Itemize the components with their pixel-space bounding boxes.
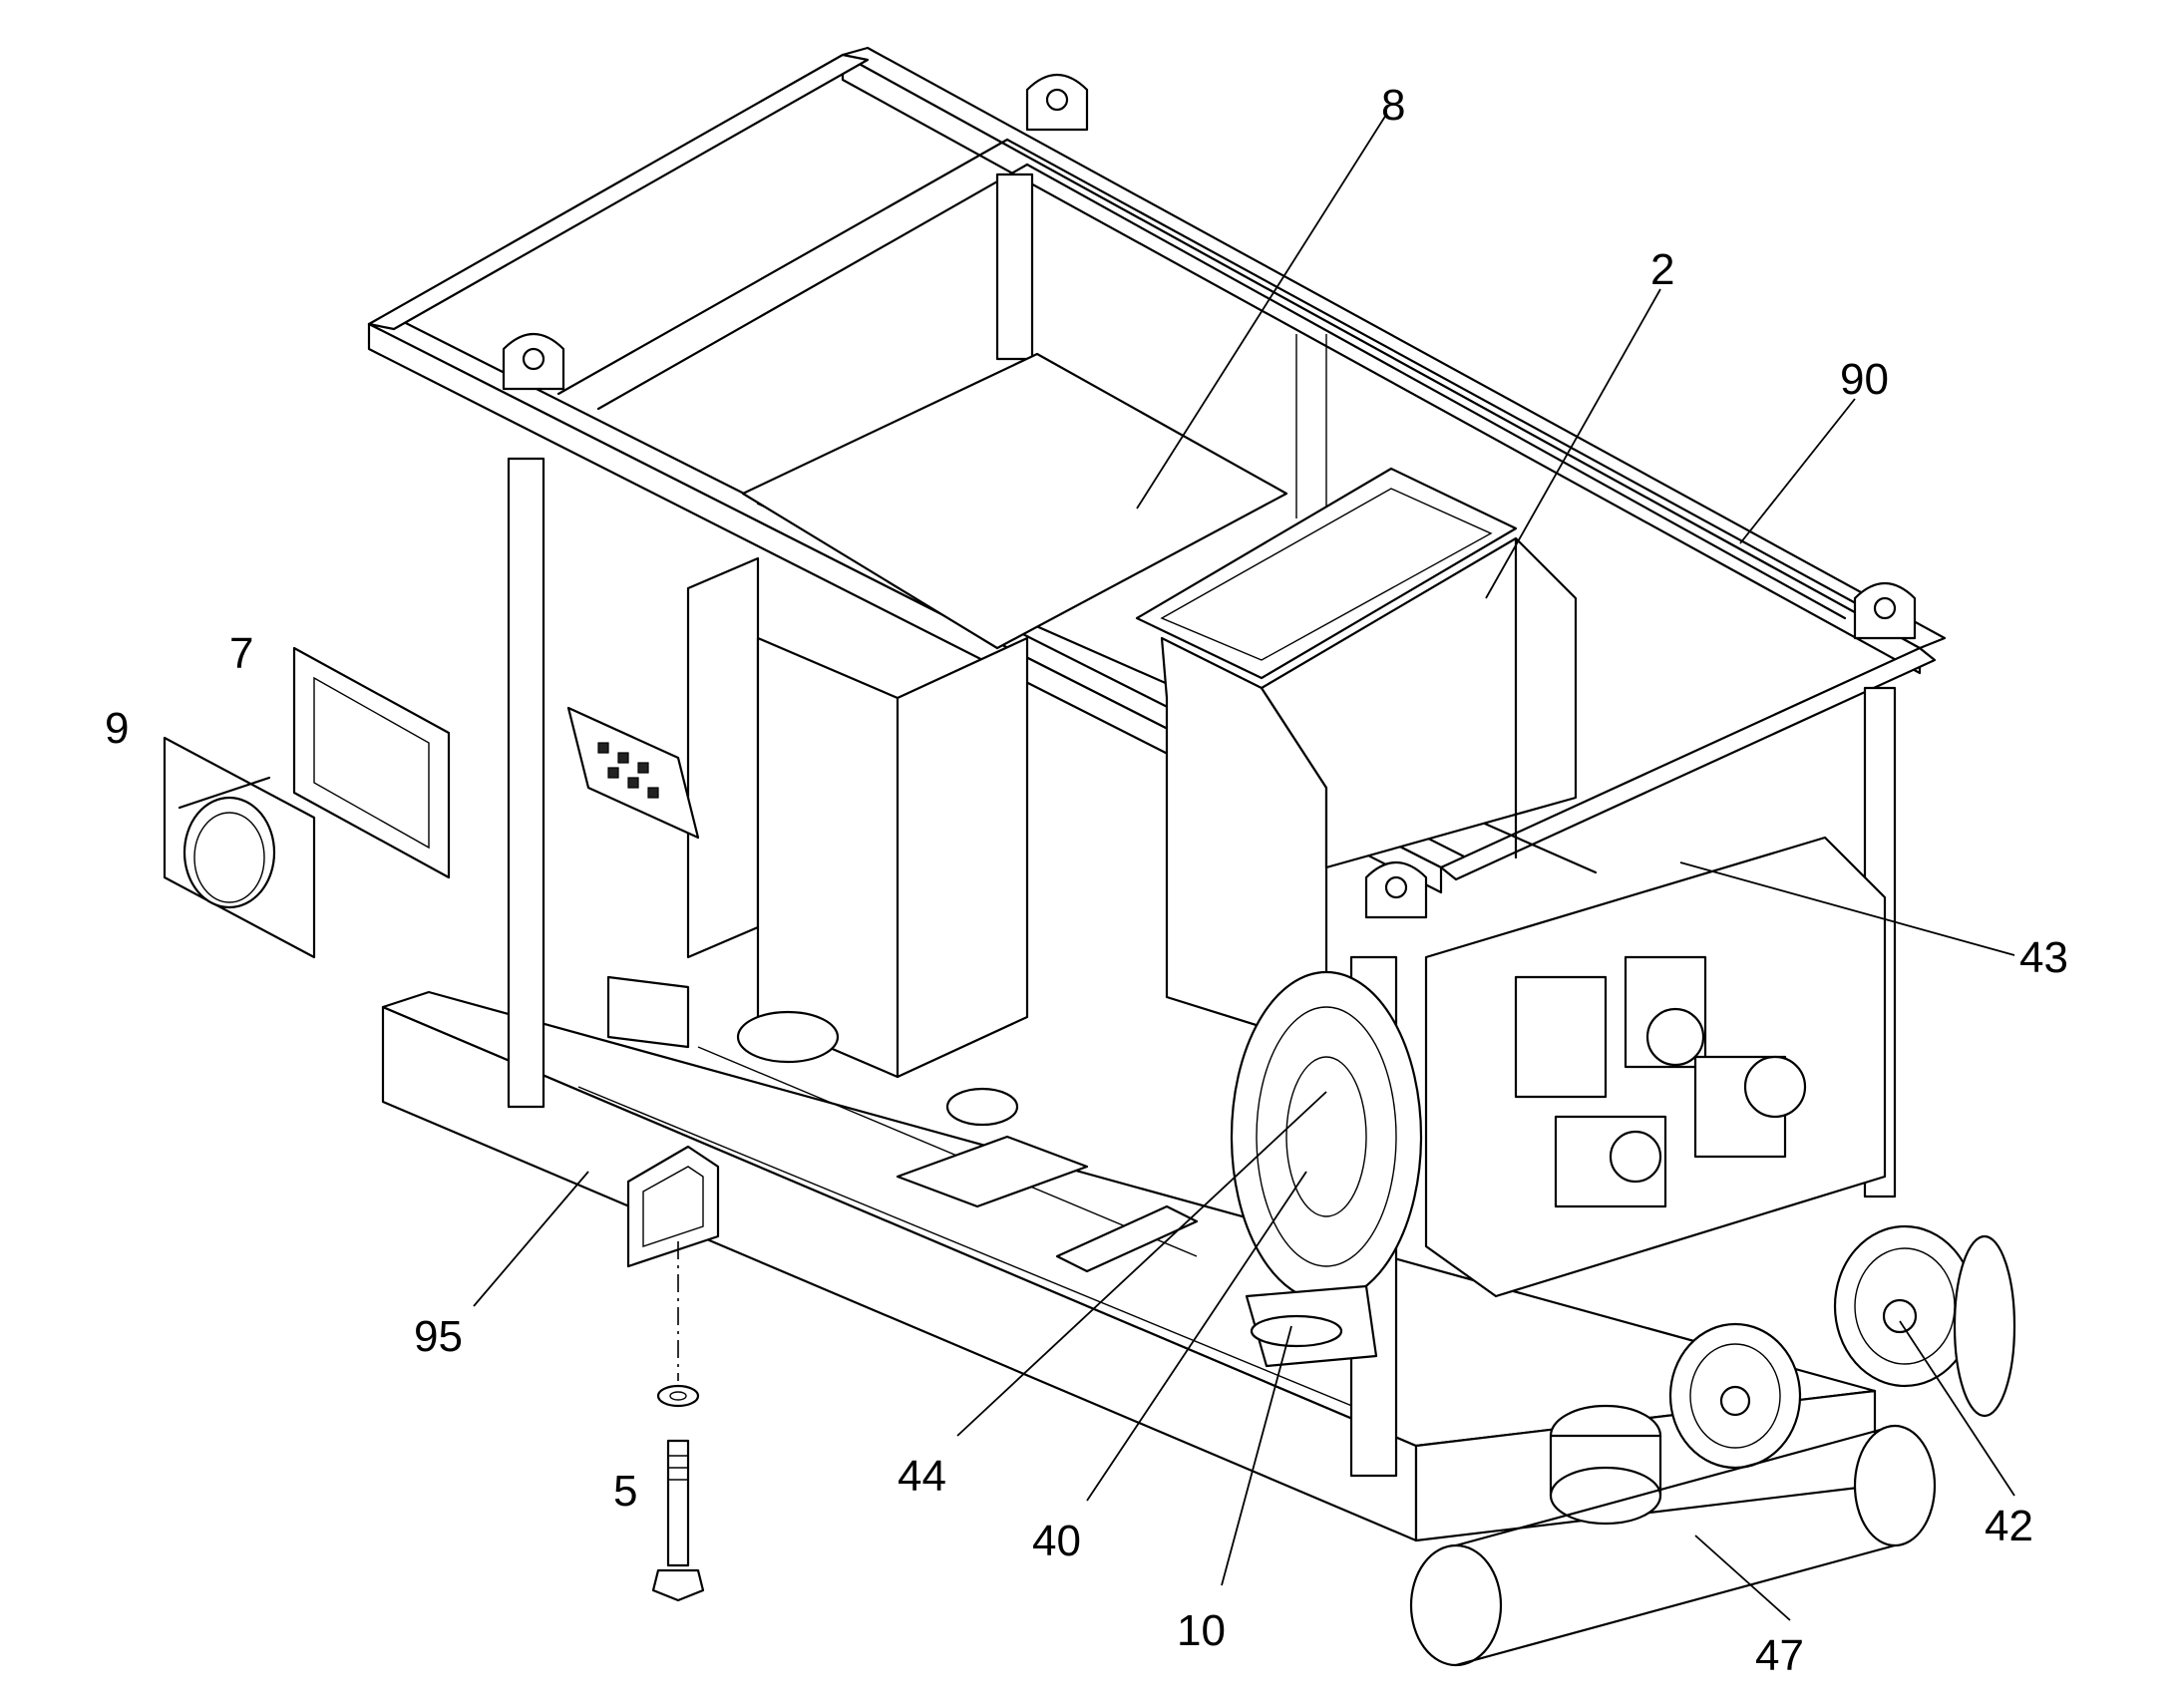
- roller: [1409, 1424, 1937, 1667]
- hopper: [1135, 467, 1578, 1049]
- callout-44: 44: [898, 1452, 946, 1501]
- centrifugal-unit: [1230, 970, 1423, 1368]
- callout-43: 43: [2019, 933, 2068, 982]
- callout-40: 40: [1032, 1517, 1081, 1565]
- leader-2: [1485, 288, 1661, 599]
- callout-47: 47: [1755, 1631, 1804, 1680]
- callout-labels: 8 2 90 7 9 43 95 44 5 40 10 42 47: [105, 81, 2068, 1680]
- callout-5: 5: [613, 1467, 637, 1516]
- leader-lines: [473, 114, 2015, 1621]
- leader-47: [1694, 1535, 1791, 1621]
- leader-43: [1679, 861, 2015, 956]
- leader-40: [1086, 1171, 1307, 1502]
- pump-manifold: [1424, 836, 2016, 1526]
- leader-44: [956, 1091, 1327, 1437]
- leader-90: [1739, 398, 1856, 544]
- callout-95: 95: [414, 1312, 463, 1361]
- enclosure-panels: [566, 352, 1288, 1273]
- leader-42: [1899, 1320, 2015, 1497]
- callout-10: 10: [1177, 1606, 1226, 1655]
- leader-95: [473, 1171, 589, 1307]
- callout-9: 9: [105, 704, 129, 753]
- bolt-5: [651, 1384, 705, 1602]
- callout-7: 7: [229, 629, 253, 678]
- callout-42: 42: [1985, 1502, 2033, 1550]
- callout-8: 8: [1381, 81, 1405, 130]
- terminal-block: [597, 742, 659, 799]
- foot-bracket: [626, 1145, 720, 1268]
- leader-8: [1136, 114, 1387, 510]
- callout-90: 90: [1840, 355, 1889, 404]
- leader-10: [1221, 1325, 1292, 1586]
- flange-plate-9: [163, 736, 316, 959]
- callout-2: 2: [1650, 245, 1674, 294]
- gasket-plate-7: [292, 646, 451, 879]
